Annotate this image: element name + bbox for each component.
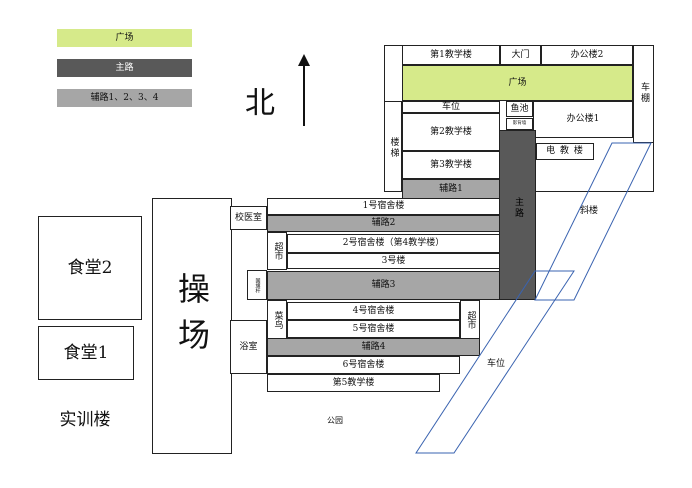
teaching-building-1: 第1教学楼 — [402, 45, 500, 65]
dorm-1-label: 1号宿舍楼 — [362, 201, 405, 211]
flagpole-label: 国旗杆 — [254, 277, 261, 293]
legend-main-road-swatch: 主路 — [57, 59, 192, 77]
aux-road-3-label: 辅路3 — [371, 280, 396, 290]
bathroom — [230, 320, 267, 374]
supermarket-left-label: 超市 — [272, 242, 283, 260]
aux-road-2-label: 辅路2 — [371, 218, 396, 228]
parking-top: 车位 — [402, 101, 500, 113]
stairs-label: 楼梯 — [388, 137, 399, 159]
fish-pond: 鱼池 — [506, 101, 533, 117]
north-label: 北 — [245, 86, 275, 121]
aux-road-4: 辅路4 — [267, 338, 480, 356]
supermarket-right-label: 超市 — [465, 311, 476, 329]
teaching-building-2: 第2教学楼 — [402, 113, 500, 151]
supermarket-left — [267, 232, 287, 270]
flagpole — [247, 270, 267, 300]
fish-pond-label: 鱼池 — [510, 103, 529, 114]
building-3: 3号楼 — [287, 253, 500, 269]
teaching-building-3: 第3教学楼 — [402, 151, 500, 179]
legend-plaza-label: 广场 — [115, 32, 134, 43]
legend-aux-road-swatch: 辅路1、2、3、4 — [57, 89, 192, 107]
office-building-2-label: 办公楼2 — [570, 49, 604, 60]
dorm-4-label: 4号宿舍楼 — [352, 305, 395, 316]
training-building: 实训楼 — [59, 409, 111, 430]
dorm-1: 1号宿舍楼 — [267, 198, 500, 215]
park: 公园 — [327, 416, 343, 425]
teaching-building-5-label: 第5教学楼 — [332, 377, 375, 388]
screen-wall-label: 影背墙 — [512, 120, 527, 126]
canteen-1: 食堂1 — [38, 326, 134, 380]
playground-label: 操场 — [173, 272, 211, 364]
plaza-label: 广场 — [508, 77, 527, 88]
av-building: 电 教 楼 — [536, 143, 594, 160]
vegetable-station-label: 菜鸟 — [272, 311, 283, 329]
canteen-2-label: 食堂2 — [67, 257, 113, 278]
stairs — [384, 101, 402, 192]
main-gate-label: 大门 — [511, 49, 530, 60]
teaching-building-3-label: 第3教学楼 — [430, 159, 472, 170]
bathroom-label: 浴室 — [239, 341, 258, 352]
building-3-label: 3号楼 — [381, 255, 406, 266]
teaching-building-2-label: 第2教学楼 — [430, 126, 472, 137]
main-road-label: 主路 — [513, 197, 523, 219]
parking-bottom-label: 车位 — [486, 358, 505, 369]
aux-road-1: 辅路1 — [402, 179, 500, 199]
screen-wall: 影背墙 — [506, 118, 533, 130]
legend-aux-road-label: 辅路1、2、3、4 — [90, 92, 159, 103]
teaching-building-1-label: 第1教学楼 — [430, 49, 472, 60]
dorm-5-label: 5号宿舍楼 — [352, 323, 395, 334]
dorm-6-label: 6号宿舍楼 — [342, 359, 385, 370]
slope-building-label: 斜楼 — [579, 205, 598, 216]
legend-plaza-swatch: 广场 — [57, 29, 192, 47]
dorm-4: 4号宿舍楼 — [287, 302, 460, 320]
office-building-1-label: 办公楼1 — [566, 114, 600, 124]
office-building-2: 办公楼2 — [541, 45, 633, 65]
office-building-1: 办公楼1 — [533, 101, 633, 138]
dorm-6: 6号宿舍楼 — [267, 356, 460, 374]
garage-label: 车棚 — [639, 82, 649, 104]
dorm-5: 5号宿舍楼 — [287, 320, 460, 338]
parking-top-label: 车位 — [441, 101, 460, 112]
aux-road-3: 辅路3 — [267, 271, 500, 300]
teaching-building-5: 第5教学楼 — [267, 374, 440, 392]
clinic: 校医室 — [230, 206, 267, 230]
plaza: 广场 — [402, 65, 633, 101]
dorm-2: 2号宿舍楼（第4教学楼） — [287, 234, 500, 253]
main-gate: 大门 — [500, 45, 541, 65]
canteen-1-label: 食堂1 — [63, 342, 109, 363]
av-building-label: 电 教 楼 — [546, 146, 584, 156]
aux-road-1-label: 辅路1 — [439, 183, 463, 194]
canteen-2: 食堂2 — [38, 216, 142, 320]
aux-road-4-label: 辅路4 — [361, 341, 386, 352]
aux-road-2: 辅路2 — [267, 215, 500, 232]
legend-main-road-label: 主路 — [115, 62, 134, 73]
dorm-2-label: 2号宿舍楼（第4教学楼） — [342, 238, 445, 248]
clinic-label: 校医室 — [234, 212, 262, 223]
